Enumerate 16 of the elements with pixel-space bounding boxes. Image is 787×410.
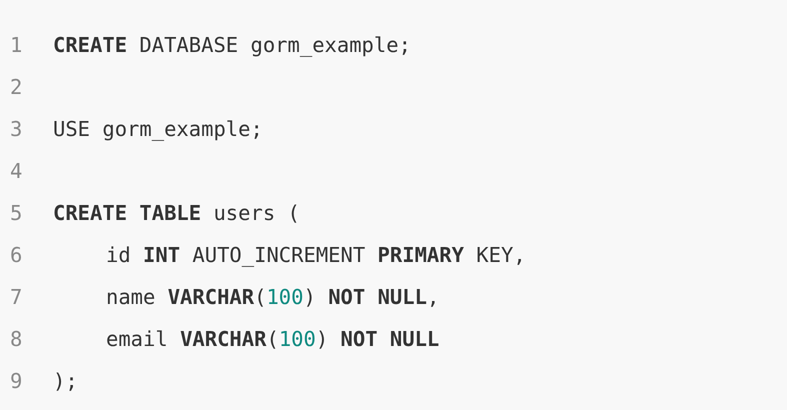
code-line: CREATE DATABASE gorm_example; [53,32,411,58]
line-number: 2 [10,74,22,100]
line-number: 4 [10,158,22,184]
line-number: 7 [10,284,22,310]
line-number: 6 [10,242,22,268]
line-number: 9 [10,368,22,394]
code-line: id INT AUTO_INCREMENT PRIMARY KEY, [106,242,526,268]
line-number: 3 [10,116,22,142]
code-line: CREATE TABLE users ( [53,200,300,226]
line-number: 8 [10,326,22,352]
line-number: 1 [10,32,22,58]
code-line: name VARCHAR(100) NOT NULL, [106,284,440,310]
code-line: USE gorm_example; [53,116,263,142]
code-line: ); [53,368,78,394]
code-line: email VARCHAR(100) NOT NULL [106,326,440,352]
line-number: 5 [10,200,22,226]
